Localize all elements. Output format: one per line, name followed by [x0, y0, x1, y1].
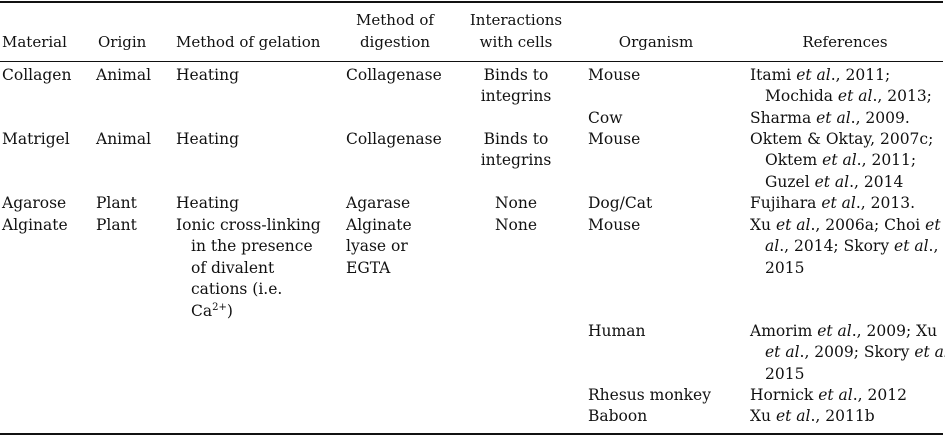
table-row-collagen-references: Itami et al., 2011; Mochida et al., 2013…: [750, 65, 932, 129]
table-row-alginate-organism-baboon: Baboon: [588, 407, 648, 425]
table-row-alginate-references-rhesus: Hornick et al., 2012: [750, 385, 907, 406]
table-row-collagen-digestion: Collagenase: [346, 66, 442, 84]
table-row-agarose-references: Fujihara et al., 2013.: [750, 193, 915, 214]
agarose-ref-line1: Fujihara et al., 2013.: [750, 194, 915, 212]
table-row-matrigel-gelation: Heating: [176, 130, 240, 148]
header-material: Material: [2, 33, 67, 51]
table-row-alginate-interaction: None: [494, 216, 538, 234]
header-origin: Origin: [98, 33, 147, 51]
table-row-collagen-origin: Animal: [96, 66, 152, 84]
table-row-matrigel-material: Matrigel: [2, 130, 70, 148]
table-row-agarose-interaction: None: [494, 194, 538, 212]
table-row-collagen-gelation: Heating: [176, 66, 240, 84]
table-row-alginate-organism-rhesus: Rhesus monkey: [588, 386, 711, 404]
table-bottom-rule: [0, 433, 943, 435]
header-method-of-digestion-line2: digestion: [359, 33, 431, 51]
alginate-gelation-line3: of divalent: [191, 258, 275, 277]
alginate-human-ref-line1: Amorim et al., 2009; Xu: [750, 322, 938, 340]
table-row-agarose-digestion: Agarase: [346, 194, 411, 212]
table-row-collagen-interaction: Binds to integrins: [462, 65, 570, 108]
alginate-mouse-ref-line3: 2015: [765, 258, 805, 277]
table-row-matrigel-interaction: Binds to integrins: [462, 129, 570, 172]
header-interactions-line1: Interactions: [469, 11, 563, 29]
alginate-mouse-ref-line2: al., 2014; Skory et al.,: [765, 237, 939, 256]
table-row-collagen-organism-mouse: Mouse: [588, 66, 641, 84]
matrigel-ref-line1: Oktem & Oktay, 2007c;: [750, 130, 934, 148]
header-interactions-line2: with cells: [479, 33, 553, 51]
alginate-digestion-line3: EGTA: [346, 258, 391, 277]
table-row-alginate-references-human: Amorim et al., 2009; Xu et al., 2009; Sk…: [750, 321, 945, 385]
collagen-ref-line3: Sharma et al., 2009.: [750, 108, 910, 127]
header-method-of-digestion-line1: Method of: [356, 11, 434, 29]
matrigel-ref-line3: Guzel et al., 2014: [765, 172, 904, 191]
alginate-digestion-line1: Alginate: [346, 216, 412, 234]
header-method-of-digestion: Method of digestion: [345, 9, 445, 53]
alginate-gelation-line2: in the presence: [191, 237, 313, 256]
collagen-ref-line1: Itami et al., 2011;: [750, 66, 891, 84]
header-references: References: [802, 33, 888, 51]
header-interactions-with-cells: Interactions with cells: [462, 9, 570, 53]
alginate-human-ref-line3: 2015: [765, 364, 805, 383]
alginate-rhesus-ref-line1: Hornick et al., 2012: [750, 386, 907, 404]
matrigel-interaction-line2: integrins: [480, 151, 552, 170]
alginate-digestion-line2: lyase or: [346, 237, 408, 256]
table-row-alginate-references-mouse: Xu et al., 2006a; Choi et al., 2014; Sko…: [750, 215, 941, 279]
table-row-agarose-material: Agarose: [2, 194, 67, 212]
alginate-gelation-line4: cations (i.e.: [191, 280, 283, 299]
table-row-collagen-material: Collagen: [2, 66, 72, 84]
table-row-agarose-origin: Plant: [96, 194, 137, 212]
table-row-matrigel-digestion: Collagenase: [346, 130, 442, 148]
table-row-matrigel-origin: Animal: [96, 130, 152, 148]
table-row-matrigel-organism: Mouse: [588, 130, 641, 148]
table-row-alginate-organism-human: Human: [588, 322, 646, 340]
collagen-interaction-line1: Binds to: [483, 66, 549, 84]
table-top-rule: [0, 1, 943, 3]
header-organism: Organism: [618, 33, 694, 51]
table-row-alginate-material: Alginate: [2, 216, 68, 234]
collagen-interaction-line2: integrins: [480, 87, 552, 106]
table-row-collagen-organism-cow: Cow: [588, 109, 623, 127]
alginate-gelation-line1: Ionic cross-linking: [176, 216, 321, 234]
table-row-alginate-digestion: Alginate lyase or EGTA: [346, 215, 412, 279]
header-method-of-gelation: Method of gelation: [176, 33, 321, 51]
table-row-alginate-origin: Plant: [96, 216, 137, 234]
table-header-rule: [0, 61, 943, 62]
matrigel-interaction-line1: Binds to: [483, 130, 549, 148]
table-row-alginate-organism-mouse: Mouse: [588, 216, 641, 234]
table-row-matrigel-references: Oktem & Oktay, 2007c; Oktem et al., 2011…: [750, 129, 933, 193]
alginate-baboon-ref-line1: Xu et al., 2011b: [750, 407, 875, 425]
table-row-alginate-references-baboon: Xu et al., 2011b: [750, 406, 875, 427]
collagen-ref-line2: Mochida et al., 2013;: [765, 87, 932, 106]
table-row-agarose-gelation: Heating: [176, 194, 240, 212]
table-row-alginate-gelation: Ionic cross-linking in the presence of d…: [176, 215, 321, 322]
alginate-gelation-line5: Ca2+): [191, 301, 233, 320]
matrigel-ref-line2: Oktem et al., 2011;: [765, 151, 917, 170]
alginate-human-ref-line2: et al., 2009; Skory et al.,: [765, 343, 945, 362]
table-row-agarose-organism: Dog/Cat: [588, 194, 653, 212]
alginate-mouse-ref-line1: Xu et al., 2006a; Choi et: [750, 216, 941, 234]
